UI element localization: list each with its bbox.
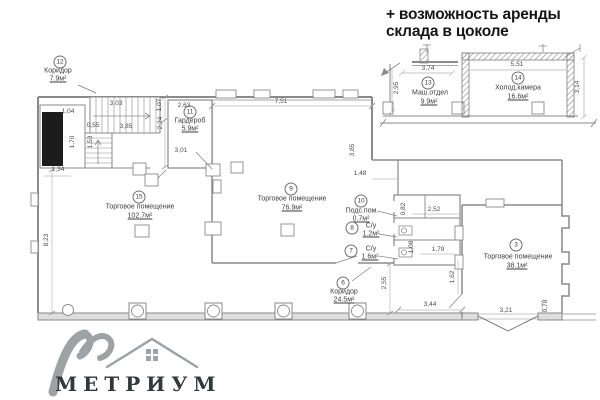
dim-label: 1,53 <box>86 135 94 149</box>
dim-label: 3,03 <box>109 99 123 107</box>
room-10-area: 0.7м² <box>352 215 370 223</box>
room-14-number: 14 <box>511 71 525 85</box>
room-7-number: 7 <box>344 244 358 258</box>
columns <box>30 89 367 320</box>
room-8-name: С/у <box>365 222 377 230</box>
room-12-name: Коридор <box>44 67 72 75</box>
room-6-area: 24.5м² <box>333 296 355 304</box>
metrium-logo-mark <box>48 329 199 397</box>
entrance-door-swing <box>477 315 539 332</box>
room-11-number: 11 <box>183 105 197 119</box>
dim-label: 8,23 <box>42 233 50 247</box>
room-7-area: 1.6м² <box>361 253 379 261</box>
room-12-number: 12 <box>53 55 67 69</box>
room-9-number: 9 <box>284 182 298 196</box>
dim-label: 3,21 <box>499 306 513 314</box>
dim-label: 5,51 <box>510 60 524 68</box>
dim-label: 1,04 <box>61 107 75 115</box>
room-3-walls <box>448 198 562 316</box>
room-12-area: 7.9м² <box>49 75 67 83</box>
room-8-number: 8 <box>345 221 359 235</box>
room-3-name: Торговое помещение <box>483 253 553 261</box>
dim-label: 3,74 <box>421 64 435 72</box>
dim-label: 7,51 <box>274 97 288 105</box>
dim-label: 1,07 <box>155 98 163 112</box>
room-9-area: 76.9м² <box>281 204 303 212</box>
room-15-name: Торговое помещение <box>105 203 175 211</box>
dim-label: 0,82 <box>399 202 407 216</box>
dim-label: 3,14 <box>573 80 581 94</box>
elevator-shaft <box>39 104 86 169</box>
room-11-name: Гардероб <box>174 117 206 125</box>
house-roof-icon <box>105 337 199 369</box>
dim-label: 3,85 <box>119 122 133 130</box>
dim-label: 2,63 <box>177 101 191 109</box>
room-13-number: 13 <box>421 76 435 90</box>
room-9-name: Торговое помещение <box>257 195 327 203</box>
room-13-name: Маш.отдел <box>412 89 448 97</box>
dim-label: 2,55 <box>380 276 388 290</box>
header-line1: возможность аренды <box>398 6 561 23</box>
room-3-area: 38.1м² <box>506 262 528 270</box>
room-6-number: 6 <box>336 276 350 290</box>
room-11-area: 5.9м² <box>181 125 199 133</box>
dim-label: 2,95 <box>392 81 400 95</box>
stairs-small <box>84 132 113 169</box>
dim-label: 2,24 <box>156 116 164 130</box>
dim-label: 3,44 <box>423 300 437 308</box>
dimension-lines <box>44 94 543 316</box>
dim-label: 3,01 <box>174 146 188 154</box>
dim-label: 3,85 <box>348 143 356 157</box>
room-14-area: 16.6м² <box>507 93 529 101</box>
plus-icon: + <box>386 6 395 23</box>
stairs-main <box>89 96 161 134</box>
dim-label: 0,55 <box>86 121 100 129</box>
house-window-icon <box>146 349 158 361</box>
dim-label: 0,78 <box>541 299 549 313</box>
dim-label: 1,70 <box>68 135 76 149</box>
dim-label: 1,62 <box>448 270 456 284</box>
room-15-area: 102.7м² <box>127 212 153 220</box>
room-8-area: 1.2м² <box>362 230 380 238</box>
room-13-area: 9.9м² <box>420 98 438 106</box>
dim-label: 1,34 <box>51 165 65 173</box>
header-line2: склада в цоколе <box>386 23 509 41</box>
room-3-number: 3 <box>509 238 523 252</box>
room-14-name: Холод.камера <box>495 84 541 92</box>
room-10-number: 10 <box>354 194 368 208</box>
room-7-name: С/у <box>365 245 377 253</box>
inset-basement-plan <box>379 44 598 128</box>
dim-label: 1,08 <box>407 240 415 254</box>
dim-label: 1,79 <box>431 245 445 253</box>
dim-label: 1,48 <box>353 169 367 177</box>
room-10-name: Подс.пом. <box>345 207 379 215</box>
metrium-logo-text: МЕТРИУМ <box>55 372 222 396</box>
room-15-number: 15 <box>132 190 146 204</box>
header-note: +возможность аренды склада в цоколе <box>386 6 598 41</box>
room-6-name: Коридор <box>330 288 358 296</box>
dim-label: 2,52 <box>427 205 441 213</box>
